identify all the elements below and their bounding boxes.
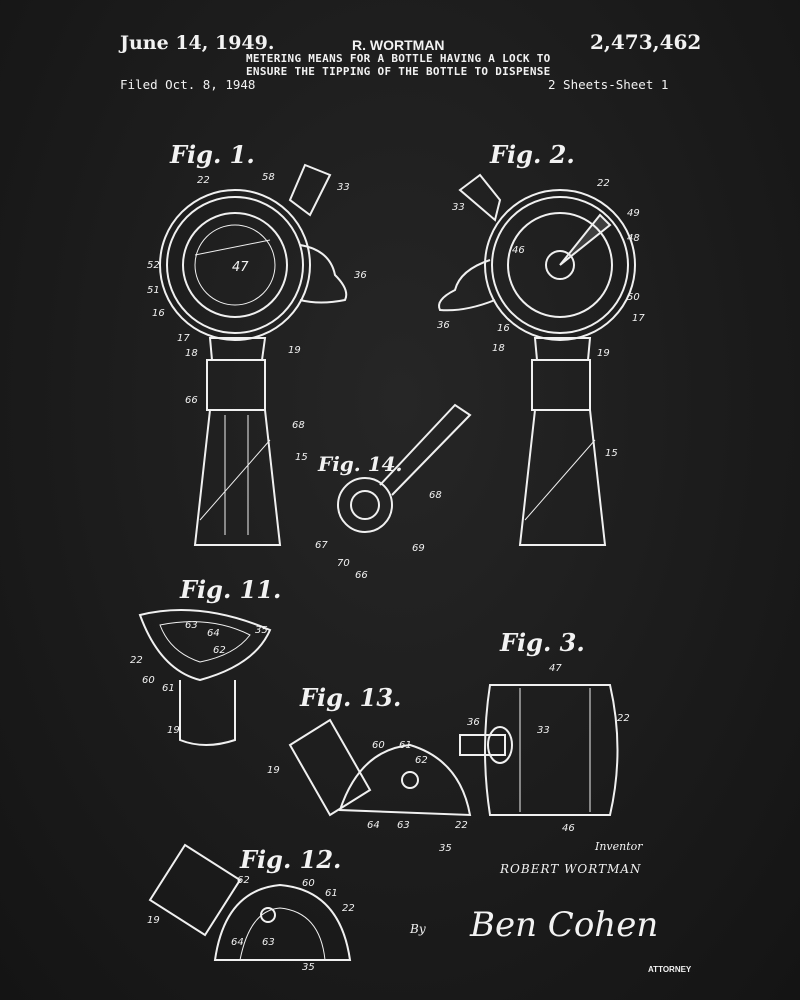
reference-numeral: 35 bbox=[439, 843, 452, 854]
reference-numeral: 19 bbox=[147, 915, 160, 926]
reference-numeral: 61 bbox=[325, 888, 338, 899]
reference-numeral: 63 bbox=[397, 820, 410, 831]
reference-numeral: 47 bbox=[549, 663, 562, 674]
reference-numeral: 64 bbox=[367, 820, 380, 831]
reference-numeral: 60 bbox=[142, 675, 155, 686]
inventor-name: ROBERT WORTMAN bbox=[500, 862, 642, 876]
reference-numeral: 68 bbox=[292, 420, 305, 431]
figure-11-title: Fig. 11. bbox=[180, 575, 282, 604]
reference-numeral: 36 bbox=[467, 717, 480, 728]
figure-14-title: Fig. 14. bbox=[318, 452, 403, 476]
figure-2-title: Fig. 2. bbox=[490, 140, 575, 169]
reference-numeral: 63 bbox=[185, 620, 198, 631]
reference-numeral: 47 bbox=[232, 260, 249, 275]
reference-numeral: 62 bbox=[213, 645, 226, 656]
figure-12-title: Fig. 12. bbox=[240, 845, 342, 874]
attorney-label: ATTORNEY bbox=[648, 965, 692, 974]
reference-numeral: 58 bbox=[262, 172, 275, 183]
reference-numeral: 17 bbox=[632, 313, 645, 324]
reference-numeral: 33 bbox=[452, 202, 465, 213]
reference-numeral: 33 bbox=[537, 725, 550, 736]
figure-1-title: Fig. 1. bbox=[170, 140, 255, 169]
reference-numeral: 22 bbox=[130, 655, 143, 666]
reference-numeral: 18 bbox=[185, 348, 198, 359]
reference-numeral: 22 bbox=[617, 713, 630, 724]
figure-13-drawing bbox=[288, 718, 472, 817]
figure-2-drawing bbox=[438, 173, 636, 546]
reference-numeral: 70 bbox=[337, 558, 350, 569]
reference-numeral: 33 bbox=[337, 182, 350, 193]
patent-date: June 14, 1949. bbox=[120, 32, 275, 54]
reference-numeral: 64 bbox=[207, 628, 220, 639]
reference-numeral: 22 bbox=[597, 178, 610, 189]
figure-14-drawing bbox=[337, 403, 472, 533]
reference-numeral: 22 bbox=[455, 820, 468, 831]
reference-numeral: 48 bbox=[627, 233, 640, 244]
reference-numeral: 19 bbox=[288, 345, 301, 356]
reference-numeral: 46 bbox=[562, 823, 575, 834]
figure-1-drawing bbox=[159, 163, 348, 546]
reference-numeral: 22 bbox=[197, 175, 210, 186]
patent-title-line2: ENSURE THE TIPPING OF THE BOTTLE TO DISP… bbox=[246, 65, 551, 78]
reference-numeral: 19 bbox=[167, 725, 180, 736]
patent-title-line1: METERING MEANS FOR A BOTTLE HAVING A LOC… bbox=[246, 52, 551, 65]
reference-numeral: 15 bbox=[295, 452, 308, 463]
figure-11-drawing bbox=[138, 609, 272, 746]
reference-numeral: 61 bbox=[162, 683, 175, 694]
reference-numeral: 62 bbox=[237, 875, 250, 886]
reference-numeral: 69 bbox=[412, 543, 425, 554]
reference-numeral: 64 bbox=[231, 937, 244, 948]
reference-numeral: 63 bbox=[262, 937, 275, 948]
reference-numeral: 66 bbox=[185, 395, 198, 406]
patent-number: 2,473,462 bbox=[590, 30, 702, 54]
reference-numeral: 22 bbox=[342, 903, 355, 914]
reference-numeral: 36 bbox=[437, 320, 450, 331]
figure-12-drawing bbox=[148, 843, 352, 961]
reference-numeral: 52 bbox=[147, 260, 160, 271]
reference-numeral: 60 bbox=[372, 740, 385, 751]
figure-3-drawing bbox=[459, 684, 619, 816]
sheet-info: 2 Sheets-Sheet 1 bbox=[548, 77, 669, 92]
filed-date: Filed Oct. 8, 1948 bbox=[120, 77, 256, 92]
reference-numeral: 15 bbox=[605, 448, 618, 459]
inventor-label: Inventor bbox=[595, 840, 643, 853]
reference-numeral: 35 bbox=[302, 962, 315, 973]
reference-numeral: 18 bbox=[492, 343, 505, 354]
inventor-header: R. WORTMAN bbox=[352, 37, 445, 53]
reference-numeral: 19 bbox=[597, 348, 610, 359]
reference-numeral: 19 bbox=[267, 765, 280, 776]
reference-numeral: 51 bbox=[147, 285, 160, 296]
reference-numeral: 36 bbox=[354, 270, 367, 281]
attorney-signature: Ben Cohen bbox=[470, 905, 659, 945]
reference-numeral: 17 bbox=[177, 333, 190, 344]
by-label: By bbox=[410, 922, 426, 936]
reference-numeral: 62 bbox=[415, 755, 428, 766]
figure-13-title: Fig. 13. bbox=[300, 683, 402, 712]
reference-numeral: 67 bbox=[315, 540, 328, 551]
reference-numeral: 66 bbox=[355, 570, 368, 581]
reference-numeral: 61 bbox=[399, 740, 412, 751]
reference-numeral: 50 bbox=[627, 292, 640, 303]
reference-numeral: 35 bbox=[255, 625, 268, 636]
reference-numeral: 16 bbox=[152, 308, 165, 319]
reference-numeral: 49 bbox=[627, 208, 640, 219]
figure-3-title: Fig. 3. bbox=[500, 628, 585, 657]
reference-numeral: 60 bbox=[302, 878, 315, 889]
reference-numeral: 16 bbox=[497, 323, 510, 334]
reference-numeral: 68 bbox=[429, 490, 442, 501]
reference-numeral: 46 bbox=[512, 245, 525, 256]
